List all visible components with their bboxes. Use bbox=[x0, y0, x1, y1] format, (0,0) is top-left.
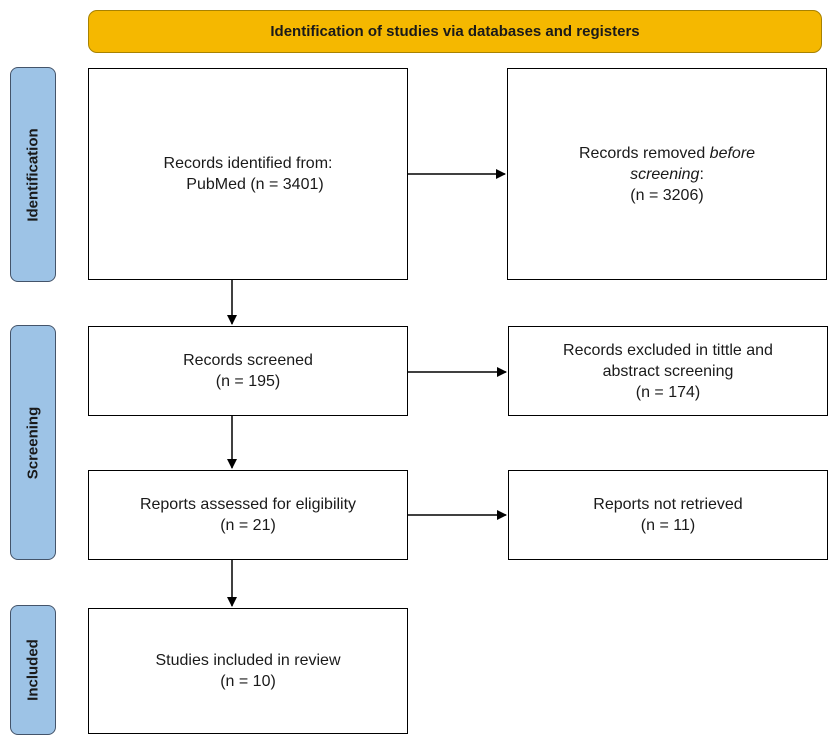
records-screened-box: Records screened (n = 195) bbox=[88, 326, 408, 416]
records-excluded-line-2: abstract screening bbox=[602, 362, 734, 380]
records-removed-count: (n = 3206) bbox=[630, 186, 704, 204]
reports-not-retrieved-box: Reports not retrieved (n = 11) bbox=[508, 470, 828, 560]
banner-title: Identification of studies via databases … bbox=[270, 23, 640, 40]
records-screened-count: (n = 195) bbox=[215, 373, 281, 390]
records-identified-count: PubMed (n = 3401) bbox=[186, 176, 324, 193]
records-removed-text: Records removed bbox=[578, 144, 710, 162]
records-excluded-count: (n = 174) bbox=[635, 383, 701, 401]
records-excluded-line-1: Records excluded in tittle and bbox=[563, 341, 773, 359]
reports-assessed-box: Reports assessed for eligibility (n = 21… bbox=[88, 470, 408, 560]
records-identified-box: Records identified from: PubMed (n = 340… bbox=[88, 68, 408, 280]
records-screened-label: Records screened bbox=[183, 352, 313, 369]
phase-included: Included bbox=[10, 605, 56, 735]
reports-assessed-label: Reports assessed for eligibility bbox=[139, 496, 357, 513]
records-identified-label: Records identified from: bbox=[163, 155, 333, 172]
records-removed-line-2: screening: bbox=[630, 164, 704, 185]
reports-not-retrieved-label: Reports not retrieved bbox=[593, 496, 743, 513]
records-excluded-box: Records excluded in tittle and abstract … bbox=[508, 326, 828, 416]
records-removed-before: before bbox=[709, 144, 756, 162]
phase-screening: Screening bbox=[10, 325, 56, 560]
records-removed-line-1: Records removed before bbox=[579, 143, 755, 164]
studies-included-count: (n = 10) bbox=[220, 673, 276, 690]
records-removed-box: Records removed before screening: (n = 3… bbox=[507, 68, 827, 280]
identification-banner: Identification of studies via databases … bbox=[88, 10, 822, 53]
reports-assessed-count: (n = 21) bbox=[220, 517, 276, 534]
records-removed-screening: screening bbox=[630, 165, 700, 183]
reports-not-retrieved-count: (n = 11) bbox=[640, 517, 696, 534]
phase-identification: Identification bbox=[10, 67, 56, 282]
studies-included-box: Studies included in review (n = 10) bbox=[88, 608, 408, 734]
studies-included-label: Studies included in review bbox=[155, 652, 341, 669]
records-removed-colon: : bbox=[699, 165, 704, 183]
